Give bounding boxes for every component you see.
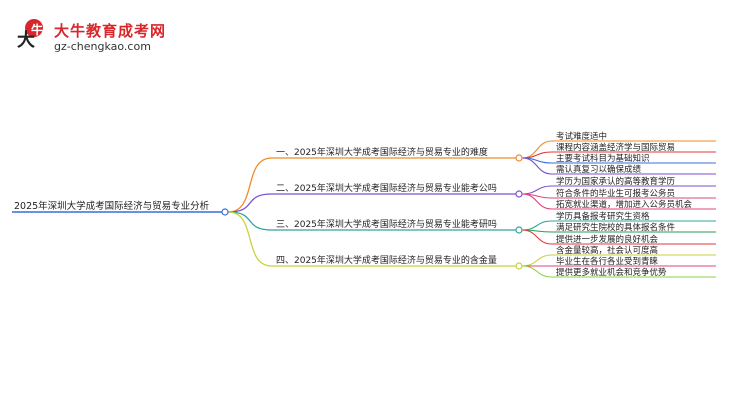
leaf-connector: [521, 185, 553, 195]
logo-title: 大牛教育成考网: [54, 22, 167, 40]
root-connector-dot: [221, 208, 229, 216]
leaf-node-label: 提供更多就业机会和竞争优势: [556, 267, 667, 278]
leaf-node-label: 需认真复习以确保成绩: [556, 164, 642, 175]
logo: 大 牛 大牛教育成考网 gz-chengkao.com: [14, 16, 174, 56]
leaf-node-label: 课程内容涵盖经济学与国际贸易: [556, 142, 675, 153]
mind-map-edges: [12, 140, 716, 278]
leaf-node-label: 学历具备报考研究生资格: [556, 211, 650, 222]
branch-connector-dot: [515, 262, 523, 270]
leaf-connector: [521, 193, 553, 210]
leaf-node-label: 学历为国家承认的高等教育学历: [556, 176, 676, 187]
branch-node-label: 四、2025年深圳大学成考国际经济与贸易专业的含金量: [276, 254, 497, 266]
branch-node-label: 二、2025年深圳大学成考国际经济与贸易专业能考公吗: [276, 182, 497, 194]
root-node-label: 2025年深圳大学成考国际经济与贸易专业分析: [14, 200, 210, 212]
branch-node-label: 一、2025年深圳大学成考国际经济与贸易专业的难度: [276, 146, 488, 158]
branch-connector-dot: [515, 226, 523, 234]
leaf-connector: [521, 265, 553, 278]
branch-node-label: 三、2025年深圳大学成考国际经济与贸易专业能考研吗: [276, 218, 497, 230]
branch-connector: [227, 193, 273, 213]
branch-connector: [227, 157, 273, 213]
leaf-connector: [521, 229, 553, 245]
branch-connector-dot: [515, 190, 523, 198]
leaf-connector: [521, 220, 553, 231]
leaf-connector: [521, 254, 553, 267]
branch-connector-dot: [515, 154, 523, 162]
bull-logo-icon: 大 牛: [17, 19, 43, 50]
leaf-node-label: 拓宽就业渠道，增加进入公务员机会: [556, 199, 693, 210]
leaf-node-label: 提供进一步发展的良好机会: [556, 234, 659, 245]
leaf-connector: [521, 157, 553, 175]
svg-text:牛: 牛: [31, 22, 43, 37]
leaf-node-label: 毕业生在各行各业受到青睐: [556, 256, 659, 267]
branch-connector: [227, 211, 273, 267]
leaf-node-label: 考试难度适中: [556, 131, 607, 142]
svg-text:大: 大: [17, 29, 35, 50]
leaf-node-label: 满足研究生院校的具体报名条件: [556, 222, 676, 233]
logo-url: gz-chengkao.com: [54, 40, 151, 53]
mind-map-nodes: 2025年深圳大学成考国际经济与贸易专业分析 一、2025年深圳大学成考国际经济与…: [14, 131, 693, 278]
leaf-node-label: 符合条件的毕业生可报考公务员: [556, 188, 675, 199]
leaf-node-label: 主要考试科目为基础知识: [556, 153, 650, 164]
leaf-node-label: 含金量较高，社会认可度高: [556, 245, 658, 256]
branch-connector: [227, 211, 273, 231]
